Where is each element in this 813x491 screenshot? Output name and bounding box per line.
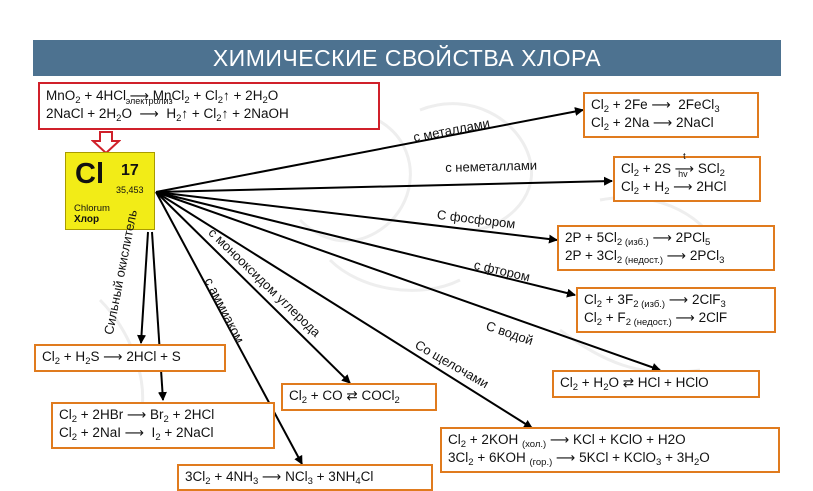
arrow-nonmetals [155,176,613,193]
element-number: 17 [121,162,139,179]
arrow-fluorine [155,191,576,298]
element-latin-name: Chlorum [74,203,110,214]
arrow-water [155,191,661,372]
label-nonmetals: с неметаллами [445,157,538,175]
reaction-box-co: Cl2 + CO ⇄ COCl2 [281,383,437,411]
reaction-box-h2s: Cl2 + H2S ⟶ 2HCl + S [34,344,226,372]
arrow-hbr [151,231,167,401]
element-russian-name: Хлор [74,214,100,225]
reaction-box-water: Cl2 + H2O ⇄ HCl + HClO [552,370,760,398]
element-symbol: Cl [75,158,104,190]
arrow-phosphorus [155,191,558,244]
source-reactions-box: MnO2 + 4HCl ⟶ MnCl2 + Cl2↑ + 2H2O 2NaCl … [38,82,380,130]
arrow-alkali [155,191,533,429]
arrow-ammonia [155,191,303,465]
reaction-box-halides: Cl2 + 2HBr ⟶ Br2 + 2HCl Cl2 + 2NaI ⟶ I2 … [51,402,275,449]
down-arrow-icon [91,131,121,155]
chlorine-element-tile: Cl 17 35,453 Chlorum Хлор [65,152,155,230]
arrow-metals [155,107,584,193]
reaction-box-ammonia: 3Cl2 + 4NH3 ⟶ NCl3 + 3NH4Cl [177,464,433,491]
arrow-co [155,191,351,384]
reaction-box-alkali: Cl2 + 2KOH (хол.) ⟶ KCl + KClO + H2O 3Cl… [440,427,780,473]
reaction-box-nonmetals: Cl2 + 2S ⟶t SCl2 Cl2 + H2 ⟶hv 2HCl [613,152,761,202]
page-title: ХИМИЧЕСКИЕ СВОЙСТВА ХЛОРА [33,40,781,76]
reaction-box-fluorine: Cl2 + 3F2 (изб.) ⟶ 2ClF3 Cl2 + F2 (недос… [576,287,776,333]
reaction-box-phosphorus: 2P + 5Cl2 (изб.) ⟶ 2PCl5 2P + 3Cl2 (недо… [557,225,775,271]
arrow-h2s [137,231,149,344]
element-mass: 35,453 [116,185,144,195]
reaction-box-metals: Cl2 + 2Fe ⟶ 2FeCl3 Cl2 + 2Na ⟶ 2NaCl [583,92,759,138]
